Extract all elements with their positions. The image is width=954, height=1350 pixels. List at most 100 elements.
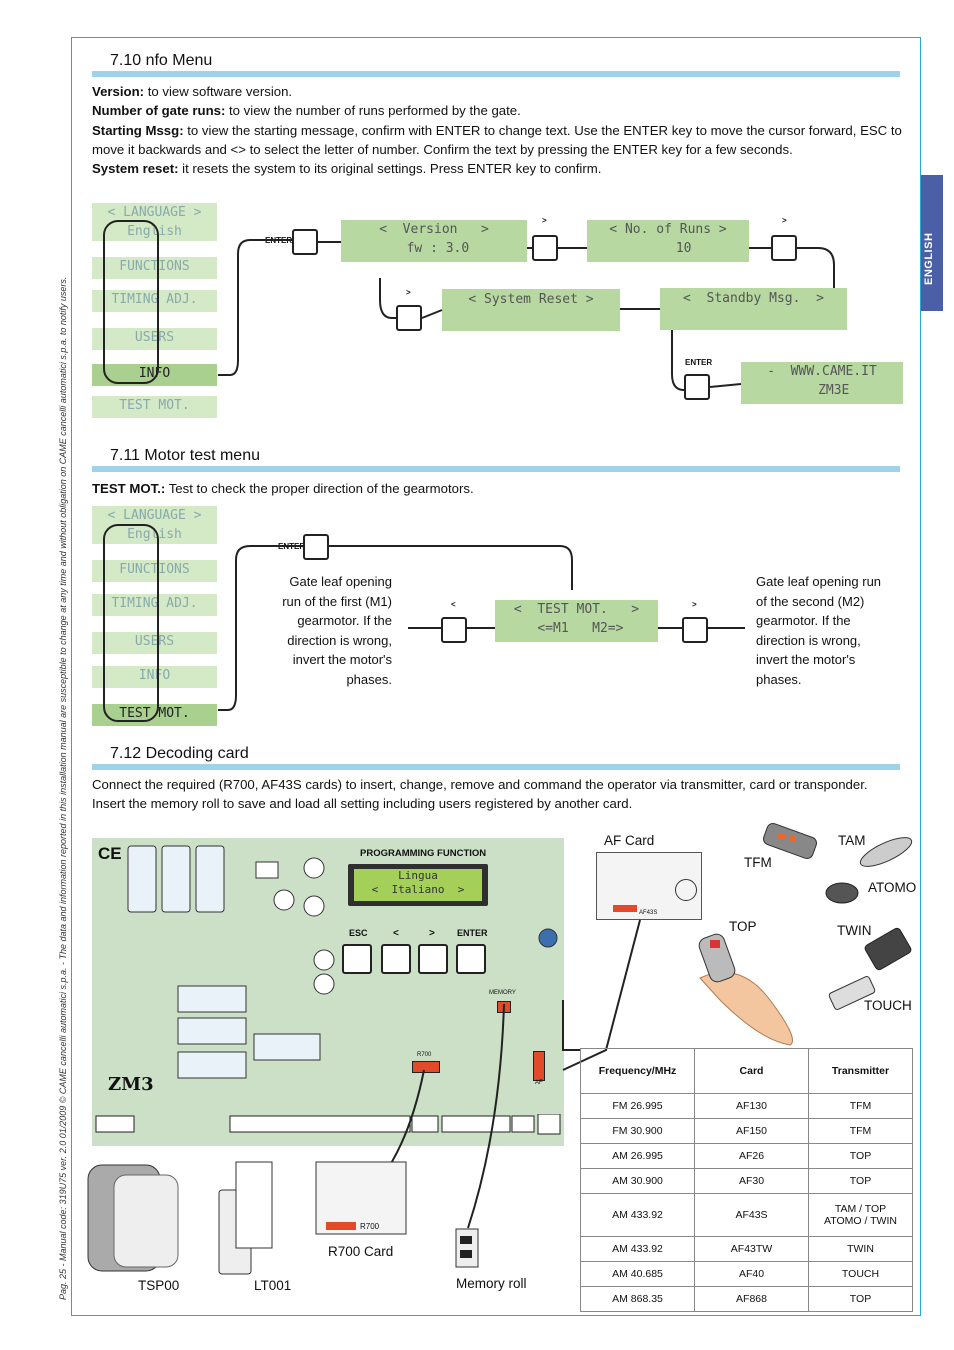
language-tab[interactable]: ENGLISH [921, 175, 943, 311]
tam-remote-icon [859, 837, 913, 867]
right-key[interactable] [682, 617, 708, 643]
cell-transmitter: TOP [808, 1143, 913, 1169]
menu-info: INFO [92, 364, 217, 386]
board-left-button[interactable] [381, 944, 411, 974]
cell-frequency: AM 40.685 [580, 1261, 695, 1287]
right-key[interactable] [396, 305, 422, 331]
section-7-12-text: Connect the required (R700, AF43S cards)… [92, 777, 868, 812]
right-key[interactable] [532, 235, 558, 261]
af-card-label: AF Card [604, 833, 655, 848]
flow-lines-7-11 [218, 545, 745, 711]
tfm-label: TFM [744, 855, 772, 870]
section-rule [92, 71, 900, 77]
cell-frequency: AM 433.92 [580, 1236, 695, 1262]
cell-card: AF868 [694, 1286, 809, 1312]
atomo-label: ATOMO [868, 880, 917, 895]
hand-with-remote-icon [698, 933, 793, 1046]
note-m2: Gate leaf opening run of the second (M2)… [756, 574, 882, 687]
table-header-row: Frequency/MHz Card Transmitter [580, 1048, 913, 1094]
r700-label: R700 [417, 1052, 432, 1058]
right-key-label: > [406, 288, 411, 297]
touch-remote-icon [828, 976, 876, 1010]
menu-test-mot: TEST MOT. [92, 396, 217, 418]
left-label: < [393, 928, 399, 939]
memory-roll-label: Memory roll [456, 1276, 527, 1291]
enter-key[interactable] [303, 534, 329, 560]
version-text: to view software version. [144, 84, 293, 99]
board-enter-button[interactable] [456, 944, 486, 974]
note-m1: Gate leaf opening run of the first (M1) … [282, 574, 392, 687]
lcd-www: - WWW.CAME.IT ZM3E [741, 362, 903, 404]
menu-info: INFO [92, 666, 217, 688]
twin-remote-icon [864, 927, 912, 971]
cell-card: AF150 [694, 1118, 809, 1144]
cell-card: AF40 [694, 1261, 809, 1287]
board-brand: ZM3 [108, 1074, 154, 1095]
enter-key-label: ENTER [685, 358, 713, 367]
af-card-connector [613, 905, 637, 912]
prog-title: PROGRAMMING FUNCTION [360, 848, 487, 859]
board-display-bezel: Lingua < Italiano > [348, 864, 488, 906]
left-key[interactable] [441, 617, 467, 643]
af-card-image: AF43S [596, 852, 702, 920]
terminal-strip [92, 1113, 564, 1146]
tam-label: TAM [838, 833, 866, 848]
reset-label: System reset: [92, 161, 179, 177]
right-label: > [429, 928, 435, 939]
section-rule [92, 466, 900, 472]
enter-key[interactable] [684, 374, 710, 400]
r700-card-icon [315, 1161, 407, 1235]
cell-transmitter: TFM [808, 1093, 913, 1119]
lt001-reader-icon [218, 1161, 273, 1275]
section-7-11-text: TEST MOT.: Test to check the proper dire… [92, 479, 902, 498]
cell-card: AF26 [694, 1143, 809, 1169]
start-text: to view the starting message, confirm wi… [92, 122, 902, 157]
cell-frequency: FM 26.995 [580, 1093, 695, 1119]
right-key[interactable] [771, 235, 797, 261]
touch-label: TOUCH [864, 998, 912, 1013]
esc-label: ESC [349, 928, 368, 938]
board-esc-button[interactable] [342, 944, 372, 974]
enter-key[interactable] [292, 229, 318, 255]
enter-label: ENTER [457, 928, 488, 938]
memory-label: MEMORY [489, 990, 516, 996]
board-right-button[interactable] [418, 944, 448, 974]
cell-frequency: AM 868.35 [580, 1286, 695, 1312]
lcd-version: < Version > fw : 3.0 [341, 220, 527, 262]
cell-card: AF130 [694, 1093, 809, 1119]
frequency-table: Frequency/MHz Card Transmitter FM 26.995… [580, 1048, 913, 1312]
lt001-label: LT001 [254, 1278, 292, 1293]
menu-scroll-highlight [103, 220, 159, 384]
tsp00-reader-icon [87, 1164, 179, 1272]
menu-scroll-highlight [103, 524, 159, 722]
af-socket [533, 1051, 545, 1081]
menu-timing: TIMING ADJ. [92, 594, 217, 616]
section-rule [92, 764, 900, 770]
cell-card: AF30 [694, 1168, 809, 1194]
lcd-system-reset: < System Reset > [442, 289, 620, 331]
af43s-label: AF43S [639, 910, 658, 916]
r700-socket [412, 1061, 440, 1073]
menu-users: USERS [92, 328, 217, 350]
cell-transmitter: TOP [808, 1168, 913, 1194]
lcd-runs: < No. of Runs > 10 [587, 220, 749, 262]
cell-card: AF43TW [694, 1236, 809, 1262]
section-title-7-12: 7.12 Decoding card [110, 745, 249, 762]
board-components [127, 845, 558, 1079]
left-key-label: < [451, 600, 456, 609]
cell-transmitter: TOUCH [808, 1261, 913, 1287]
cell-card: AF43S [694, 1193, 809, 1237]
test-mot-text: Test to check the proper direction of th… [165, 481, 474, 496]
atomo-remote-icon [825, 882, 859, 904]
section-title-7-11: 7.11 Motor test menu [110, 447, 260, 464]
twin-label: TWIN [837, 923, 872, 938]
top-label: TOP [729, 919, 757, 934]
runs-text: to view the number of runs performed by … [225, 103, 521, 119]
right-key-label: > [542, 216, 547, 225]
cell-transmitter: TOP [808, 1286, 913, 1312]
